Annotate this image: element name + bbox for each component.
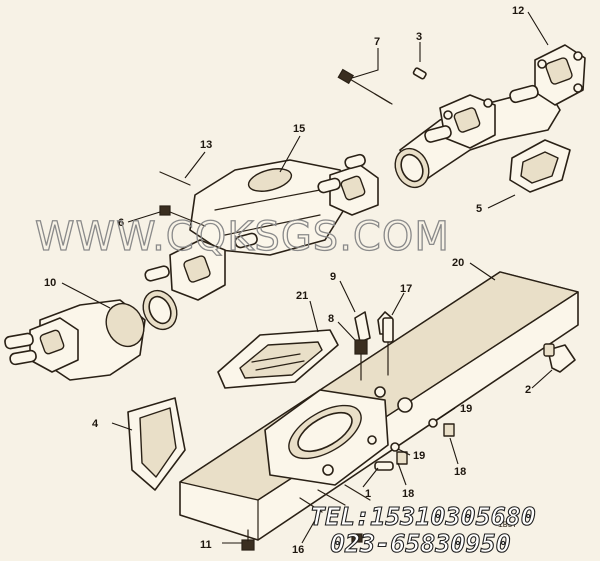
contact-phone: 023-65830950 bbox=[330, 529, 511, 558]
callout-18-right: 18 bbox=[454, 466, 466, 478]
rear-manifold-section-12 bbox=[394, 44, 586, 189]
callout-3: 3 bbox=[416, 31, 422, 43]
callout-4: 4 bbox=[92, 418, 99, 430]
callout-20: 20 bbox=[452, 257, 464, 269]
drawing-stamp: 1B57 bbox=[498, 521, 517, 530]
capscrew-8 bbox=[337, 68, 393, 105]
callout-leaders bbox=[61, 11, 553, 544]
callout-13: 13 bbox=[200, 139, 212, 151]
fittings-7-9-17 bbox=[354, 311, 394, 381]
stud-3 bbox=[412, 67, 427, 80]
callout-17: 17 bbox=[400, 283, 412, 295]
callout-10: 10 bbox=[44, 277, 56, 289]
callout-5: 5 bbox=[476, 203, 482, 215]
gasket-5 bbox=[509, 139, 571, 193]
callout-7: 8 bbox=[328, 313, 334, 325]
callout-8: 7 bbox=[374, 36, 380, 48]
elbow-fitting-2 bbox=[543, 343, 576, 373]
callout-15: 15 bbox=[293, 123, 305, 135]
plugs-18-19 bbox=[374, 418, 455, 471]
callout-18-lower: 18 bbox=[402, 488, 414, 500]
gasket-4 bbox=[127, 397, 186, 491]
capscrew-6 bbox=[159, 205, 206, 227]
center-manifold-section-15 bbox=[142, 153, 379, 331]
front-elbow-section-10 bbox=[4, 299, 146, 381]
callout-19-upper: 19 bbox=[460, 403, 472, 415]
watermark-text: WWW.CQKSGS.COM bbox=[35, 214, 450, 260]
capscrews-11-16 bbox=[241, 484, 371, 551]
callout-16: 16 bbox=[292, 544, 304, 556]
callout-6: 6 bbox=[118, 217, 124, 229]
gasket-21 bbox=[217, 329, 339, 389]
stud-13 bbox=[159, 171, 191, 186]
callout-1: 1 bbox=[365, 488, 371, 500]
callout-12: 12 bbox=[512, 5, 524, 17]
callout-labels: 7 3 12 13 15 6 5 10 20 9 21 8 17 2 4 19 … bbox=[44, 5, 531, 556]
water-manifold-20 bbox=[179, 271, 579, 541]
contact-tel: TEL:15310305680 bbox=[310, 502, 536, 531]
callout-2: 2 bbox=[525, 384, 531, 396]
callout-21: 21 bbox=[296, 290, 308, 302]
callout-11: 11 bbox=[200, 539, 212, 551]
callout-19-lower: 19 bbox=[413, 450, 425, 462]
callout-9: 9 bbox=[330, 271, 336, 283]
